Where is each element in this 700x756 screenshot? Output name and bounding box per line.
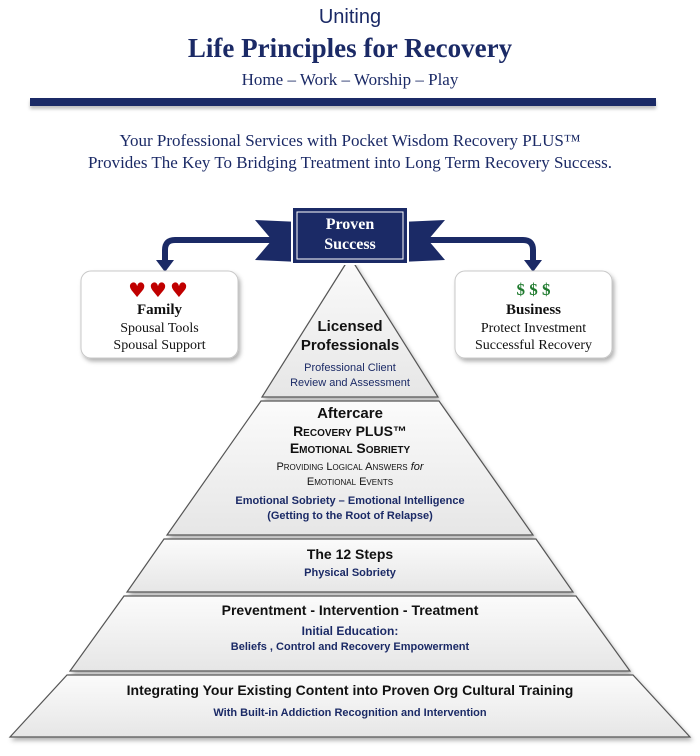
tier-2-desc-line-1: Providing Logical Answers for bbox=[190, 460, 510, 475]
family-box bbox=[80, 270, 239, 359]
tier-2-desc-line-1a: Providing Logical Answers bbox=[276, 461, 411, 473]
tier-1-sub-line-2: Review and Assessment bbox=[290, 377, 410, 389]
right-arrowhead bbox=[524, 260, 542, 272]
pyramid-tier-3 bbox=[125, 538, 575, 593]
right-arrow bbox=[420, 237, 536, 262]
pyramid-tier-4 bbox=[68, 595, 632, 672]
family-line-1: Spousal Tools bbox=[120, 321, 199, 336]
banner-line-1: Proven bbox=[325, 216, 375, 233]
pyramid-tier-1 bbox=[260, 255, 440, 398]
tier-2-title: Aftercare bbox=[317, 405, 383, 422]
tagline-line-1: Your Professional Services with Pocket W… bbox=[119, 131, 581, 150]
tier-4-text: Preventment - Intervention - Treatment I… bbox=[120, 601, 580, 655]
tagline-line-2: Provides The Key To Bridging Treatment i… bbox=[87, 153, 613, 172]
tier-4-sub-line-1: Initial Education: bbox=[301, 624, 399, 638]
tier-1-text: Licensed Professionals Professional Clie… bbox=[262, 317, 438, 391]
tier-2-sub-line-2: (Getting to the Root of Relapse) bbox=[267, 510, 433, 522]
left-arrowhead bbox=[156, 260, 174, 272]
dollar-icons: $ $ $ bbox=[516, 280, 551, 299]
business-box bbox=[454, 270, 613, 359]
tier-5-sub: With Built-in Addiction Recognition and … bbox=[213, 707, 487, 719]
page-title: Life Principles for Recovery bbox=[187, 33, 513, 63]
tier-3-sub: Physical Sobriety bbox=[304, 567, 396, 579]
family-box-text: ♥♥♥ Family Spousal Tools Spousal Support bbox=[81, 279, 238, 354]
tier-5-title: Integrating Your Existing Content into P… bbox=[126, 682, 574, 698]
banner-line-2: Success bbox=[324, 236, 376, 253]
tier-1-title-line-1: Licensed bbox=[317, 318, 383, 335]
tier-4-sub-line-2: Beliefs , Control and Recovery Empowerme… bbox=[230, 641, 470, 653]
header-subtitle: Home – Work – Worship – Play bbox=[241, 70, 459, 89]
banner-ribbon-right-tail bbox=[400, 220, 445, 262]
header-rule bbox=[30, 98, 656, 106]
tier-2-desc-line-2: Emotional Events bbox=[306, 476, 394, 488]
family-title: Family bbox=[137, 302, 182, 318]
family-line-2: Spousal Support bbox=[113, 338, 206, 353]
banner-ribbon-left-tail bbox=[255, 220, 300, 262]
heart-icons: ♥♥♥ bbox=[128, 278, 191, 302]
tier-2-desc-line-1b: for bbox=[410, 461, 424, 473]
tier-3-text: The 12 Steps Physical Sobriety bbox=[200, 545, 500, 581]
tier-1-sub-line-1: Professional Client bbox=[304, 362, 396, 374]
business-line-2: Successful Recovery bbox=[474, 338, 593, 353]
tier-2-sub-line-1: Emotional Sobriety – Emotional Intellige… bbox=[235, 495, 465, 507]
pyramid-tier-2 bbox=[165, 400, 535, 536]
tier-2-recovery-plus: Recovery PLUS™ bbox=[293, 423, 407, 439]
business-line-1: Protect Investment bbox=[480, 321, 587, 336]
banner-text: Proven Success bbox=[292, 215, 408, 255]
left-arrow bbox=[162, 237, 278, 262]
tier-2-emotional-sobriety: Emotional Sobriety bbox=[289, 440, 411, 456]
header-pretitle: Uniting bbox=[318, 6, 382, 28]
banner-ribbon bbox=[291, 206, 409, 265]
business-title: Business bbox=[505, 302, 562, 318]
business-box-text: $ $ $ Business Protect Investment Succes… bbox=[455, 279, 612, 354]
tier-2-text: Aftercare Recovery PLUS™ Emotional Sobri… bbox=[190, 405, 510, 524]
tier-5-text: Integrating Your Existing Content into P… bbox=[40, 681, 660, 721]
tier-1-title-line-2: Professionals bbox=[300, 337, 400, 354]
tier-4-title: Preventment - Intervention - Treatment bbox=[221, 602, 479, 618]
pyramid-tier-5 bbox=[8, 674, 692, 738]
tier-3-title: The 12 Steps bbox=[306, 546, 394, 562]
